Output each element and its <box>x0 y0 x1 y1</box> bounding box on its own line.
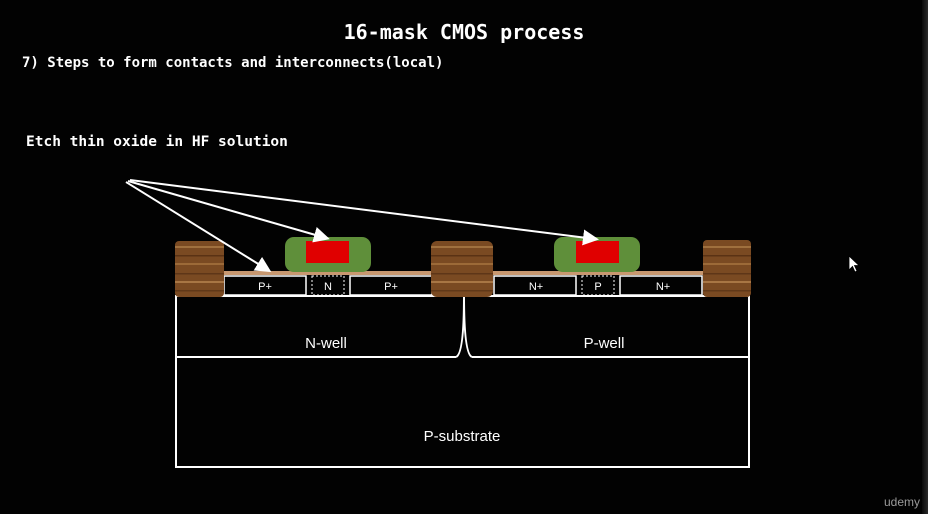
annotation-arrow <box>129 179 599 246</box>
label-p-plus-right: P+ <box>384 281 398 293</box>
label-p-channel: P <box>594 281 601 293</box>
mouse-cursor-icon <box>848 255 861 273</box>
field-oxide <box>175 241 224 297</box>
p-channel-region <box>581 275 615 296</box>
field-oxide <box>703 240 751 297</box>
field-oxide <box>431 241 493 297</box>
label-p-well: P-well <box>584 335 625 352</box>
watermark-logo: udemy <box>883 495 920 509</box>
gate-poly <box>576 241 619 263</box>
label-n-plus-left: N+ <box>529 281 543 293</box>
thin-oxide-layer <box>222 271 434 275</box>
label-n-well: N-well <box>305 335 347 352</box>
n-channel-region <box>311 275 345 296</box>
annotation-arrow <box>127 180 330 243</box>
well-junction <box>455 295 473 358</box>
label-n-plus-right: N+ <box>656 281 670 293</box>
n-plus-region <box>493 275 577 296</box>
window-edge <box>922 0 928 514</box>
annotation-arrow <box>125 181 272 273</box>
gate-poly <box>306 241 349 263</box>
n-plus-region <box>619 275 703 296</box>
slide-title: 16-mask CMOS process <box>343 20 585 44</box>
thin-oxide-layer <box>492 271 704 275</box>
label-p-substrate: P-substrate <box>424 428 501 445</box>
label-p-plus-left: P+ <box>258 281 272 293</box>
slide-subtitle: 7) Steps to form contacts and interconne… <box>22 55 444 71</box>
annotation-text: Etch thin oxide in HF solution <box>26 134 288 150</box>
label-n-channel: N <box>324 281 332 293</box>
